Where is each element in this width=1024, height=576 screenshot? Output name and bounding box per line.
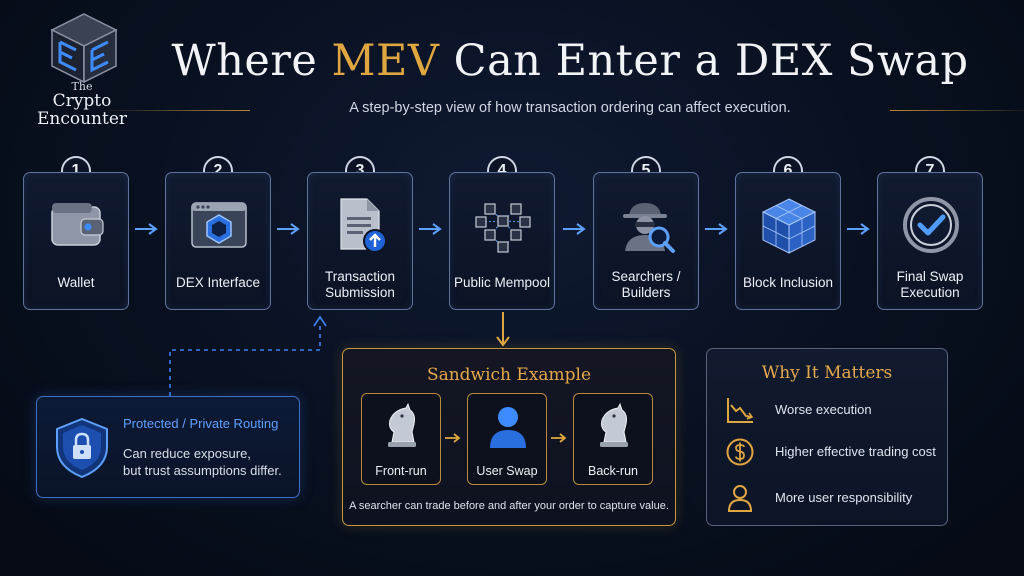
user-outline-icon	[727, 485, 753, 512]
step-7-label-line-1: Final Swap	[896, 269, 964, 284]
step-5-label-line-1: Searchers /	[611, 269, 681, 284]
downtrend-chart-icon	[727, 398, 754, 423]
step-2-dex-interface: DEX Interface	[165, 172, 271, 310]
step-5-label-line-2: Builders	[621, 285, 671, 300]
arrow-5-6-icon	[705, 223, 728, 235]
why-item-user-responsibility: More user responsibility	[725, 483, 945, 513]
private-routing-connector	[169, 315, 327, 396]
step-4-label: Public Mempool	[453, 275, 551, 290]
sandwich-caption: A searcher can trade before and after yo…	[349, 500, 669, 512]
step-3-label-line-1: Transaction	[324, 269, 396, 284]
wallet-icon	[51, 203, 104, 246]
check-circle-icon	[903, 197, 959, 253]
page-subtitle: A step-by-step view of how transaction o…	[349, 100, 791, 116]
why-item-user-responsibility-label: More user responsibility	[775, 490, 913, 505]
step-1-label: Wallet	[57, 275, 95, 290]
subtitle-divider-right	[890, 110, 1024, 111]
brand-line-1: Crypto	[52, 91, 112, 111]
subtitle-divider-left	[100, 110, 250, 111]
step-5-label: Searchers / Builders	[596, 269, 696, 301]
page-title: Where MEV Can Enter a DEX Swap	[150, 36, 990, 86]
mempool-to-sandwich-arrow-icon	[496, 312, 510, 347]
brand-line-2: Encounter	[36, 109, 128, 129]
dollar-coin-icon	[726, 438, 754, 466]
title-accent: MEV	[331, 36, 440, 86]
title-suffix: Can Enter a DEX Swap	[439, 36, 969, 86]
arrow-6-7-icon	[847, 223, 870, 235]
network-cubes-icon	[475, 203, 531, 253]
sandwich-back-run-label: Back-run	[587, 464, 639, 478]
document-upload-icon	[340, 198, 387, 253]
sandwich-user-swap: User Swap	[467, 393, 547, 485]
spy-magnifier-icon	[623, 203, 675, 253]
why-item-worse-execution-label: Worse execution	[775, 402, 872, 417]
user-icon	[490, 407, 526, 448]
why-item-trading-cost: Higher effective trading cost	[725, 437, 945, 467]
subtitle-row: A step-by-step view of how transaction o…	[100, 100, 1024, 122]
step-6-label: Block Inclusion	[742, 275, 834, 290]
arrow-4-5-icon	[563, 223, 586, 235]
step-5-searchers-builders: Searchers / Builders	[593, 172, 699, 310]
step-3-label: Transaction Submission	[310, 269, 410, 301]
sandwich-arrow-1-icon	[445, 433, 461, 443]
why-title: Why It Matters	[761, 363, 893, 383]
step-7-label: Final Swap Execution	[880, 269, 980, 301]
step-2-label: DEX Interface	[175, 275, 261, 290]
why-item-trading-cost-label: Higher effective trading cost	[775, 444, 936, 459]
brand-the: The	[71, 80, 93, 93]
shield-lock-icon	[56, 417, 108, 479]
brand-name: Crypto Encounter	[18, 92, 146, 128]
step-6-block-inclusion: Block Inclusion	[735, 172, 841, 310]
cube-grid-icon	[761, 198, 817, 254]
sandwich-front-run-label: Front-run	[375, 464, 427, 478]
dex-window-icon	[191, 202, 247, 248]
sandwich-front-run: Front-run	[361, 393, 441, 485]
brand-cube-icon	[50, 13, 118, 84]
arrow-2-3-icon	[277, 223, 300, 235]
step-7-final-swap-execution: Final Swap Execution	[877, 172, 983, 310]
knight-icon	[600, 402, 628, 447]
title-prefix: Where	[171, 36, 332, 86]
protected-routing-title: Protected / Private Routing	[123, 416, 279, 431]
step-7-label-line-2: Execution	[900, 285, 960, 300]
step-4-public-mempool: Public Mempool	[449, 172, 555, 310]
sandwich-user-swap-label: User Swap	[476, 464, 538, 478]
step-3-label-line-2: Submission	[325, 285, 395, 300]
protected-routing-line-1: Can reduce exposure,	[123, 446, 251, 461]
sandwich-title: Sandwich Example	[426, 365, 592, 385]
sandwich-back-run: Back-run	[573, 393, 653, 485]
step-1-wallet: Wallet	[23, 172, 129, 310]
why-it-matters-box: Why It Matters Worse execution Higher ef…	[706, 348, 948, 526]
brand-logo: The Crypto Encounter	[18, 8, 146, 138]
sandwich-arrow-2-icon	[551, 433, 567, 443]
knight-icon	[388, 402, 416, 447]
sandwich-example-box: Sandwich Example Front-run User Swap Bac…	[342, 348, 676, 526]
why-item-worse-execution: Worse execution	[725, 395, 945, 425]
arrow-1-2-icon	[135, 223, 158, 235]
step-3-transaction-submission: Transaction Submission	[307, 172, 413, 310]
protected-routing-box: Protected / Private Routing Can reduce e…	[36, 396, 300, 498]
arrow-3-4-icon	[419, 223, 442, 235]
protected-routing-text: Can reduce exposure, but trust assumptio…	[123, 445, 282, 479]
protected-routing-line-2: but trust assumptions differ.	[123, 463, 282, 478]
